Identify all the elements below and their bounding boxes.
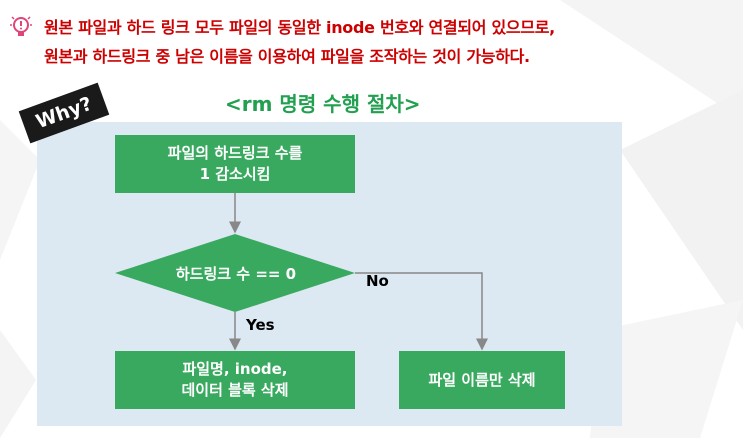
step-delete-all: 파일명, inode, 데이터 블록 삭제 (115, 351, 355, 409)
flowchart-title: <rm 명령 수행 절차> (225, 92, 421, 116)
step-decrement-link-count: 파일의 하드링크 수를 1 감소시킴 (115, 135, 355, 193)
step-delete-name-only: 파일 이름만 삭제 (399, 351, 565, 409)
decision-label: 하드링크 수 == 0 (175, 264, 297, 283)
yes-label: Yes (246, 316, 275, 334)
header-line-1: 원본 파일과 하드 링크 모두 파일의 동일한 inode 번호와 연결되어 있… (44, 18, 555, 37)
decision-diamond (115, 234, 355, 312)
header-line-2: 원본과 하드링크 중 남은 이름을 이용하여 파일을 조작하는 것이 가능하다. (44, 47, 530, 66)
lightbulb-icon (10, 16, 32, 36)
arrow-no (355, 272, 488, 351)
no-label: No (366, 272, 389, 290)
